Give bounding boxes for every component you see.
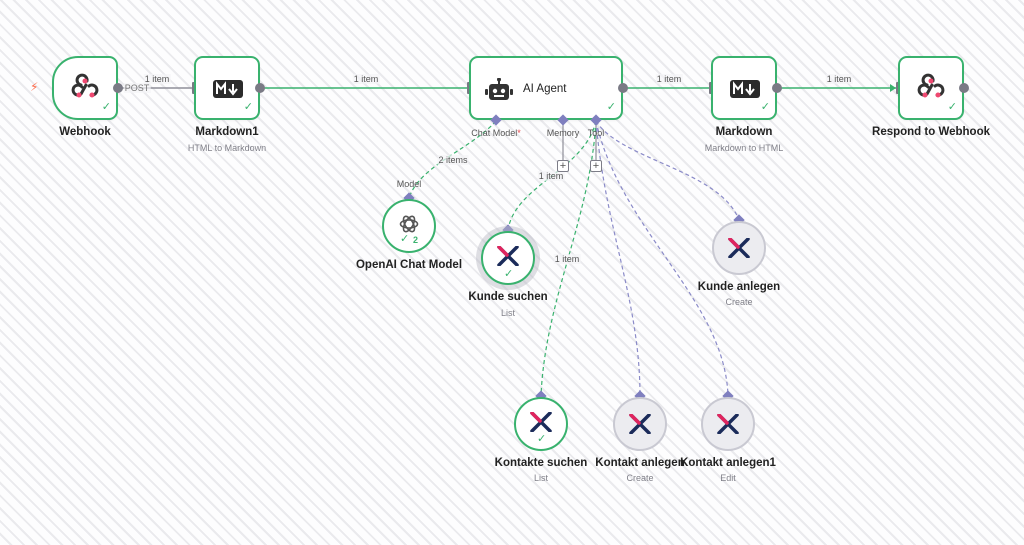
edge-method-label: POST <box>123 83 151 93</box>
node-webhook[interactable]: ✓ <box>52 56 118 120</box>
add-memory-button[interactable]: + <box>557 160 569 172</box>
node-title: Markdown1 <box>195 126 259 138</box>
success-check-icon: ✓ <box>760 101 770 113</box>
node-title: Kunde anlegen <box>697 281 781 293</box>
success-check-icon: ✓ <box>606 101 616 113</box>
model-port-label: Model <box>396 179 422 189</box>
node-title: Kunde suchen <box>468 291 548 303</box>
node-kunde-anlegen[interactable] <box>712 221 766 275</box>
edge-label: 1 item <box>655 74 683 84</box>
memory-label: Memory <box>546 128 580 138</box>
edge-label: 2 items <box>437 155 469 165</box>
node-title: Kontakt anlegen1 <box>680 457 776 469</box>
node-title: Markdown <box>715 126 773 138</box>
chat-model-label: Chat Model <box>471 128 521 138</box>
node-title: OpenAI Chat Model <box>355 259 463 271</box>
node-kontakte-suchen[interactable]: ✓ <box>514 397 568 451</box>
node-subtitle: List <box>533 473 549 483</box>
node-subtitle: Create <box>725 297 753 307</box>
node-markdown[interactable]: ✓ <box>711 56 777 120</box>
trigger-bolt-icon: ⚡ <box>30 80 39 94</box>
output-port[interactable] <box>255 83 265 93</box>
edge-label: 1 item <box>352 74 380 84</box>
output-port[interactable] <box>772 83 782 93</box>
openai-icon <box>399 215 419 233</box>
markdown-icon <box>213 80 243 98</box>
edge-label: 1 item <box>537 171 565 181</box>
x-icon <box>497 246 519 266</box>
node-kunde-suchen[interactable]: ✓ <box>481 231 535 285</box>
node-subtitle: List <box>500 308 516 318</box>
x-icon <box>717 414 739 434</box>
node-kontakt-anlegen[interactable] <box>613 397 667 451</box>
edge-tool-kontakt-anlegen <box>595 120 641 397</box>
edge-label: 1 item <box>553 254 581 264</box>
add-tool-button[interactable]: + <box>590 160 602 172</box>
markdown-icon <box>730 80 760 98</box>
node-subtitle: Edit <box>720 473 736 483</box>
node-openai-chat-model[interactable]: ✓ 2 <box>382 199 436 253</box>
node-ai-agent[interactable]: AI Agent ✓ <box>469 56 623 120</box>
edge-tool-kontakt-anlegen1 <box>595 120 729 397</box>
webhook-icon <box>71 73 99 98</box>
success-check-icon: ✓ <box>947 101 957 113</box>
success-check-icon: ✓ <box>400 233 410 245</box>
tool-label: Tool <box>587 128 605 138</box>
node-title: Kontakte suchen <box>494 457 588 469</box>
execution-count: 2 <box>413 235 419 245</box>
node-title: AI Agent <box>523 83 567 95</box>
edge-label: 1 item <box>825 74 853 84</box>
output-port[interactable] <box>113 83 123 93</box>
webhook-icon <box>917 73 945 98</box>
node-respond-to-webhook[interactable]: ✓ <box>898 56 964 120</box>
node-markdown1[interactable]: ✓ <box>194 56 260 120</box>
node-subtitle: Create <box>626 473 654 483</box>
success-check-icon: ✓ <box>504 268 514 280</box>
x-icon <box>530 412 552 432</box>
node-title: Respond to Webhook <box>872 126 990 138</box>
success-check-icon: ✓ <box>101 101 111 113</box>
node-title: Webhook <box>59 126 111 138</box>
node-subtitle: Markdown to HTML <box>704 143 784 153</box>
robot-icon <box>485 78 513 100</box>
success-check-icon: ✓ <box>243 101 253 113</box>
output-port[interactable] <box>959 83 969 93</box>
node-title: Kontakt anlegen <box>595 457 685 469</box>
node-subtitle: HTML to Markdown <box>187 143 267 153</box>
output-port[interactable] <box>618 83 628 93</box>
x-icon <box>728 238 750 258</box>
x-icon <box>629 414 651 434</box>
success-check-icon: ✓ <box>537 433 547 445</box>
node-kontakt-anlegen1[interactable] <box>701 397 755 451</box>
edge-label: 1 item <box>143 74 171 84</box>
